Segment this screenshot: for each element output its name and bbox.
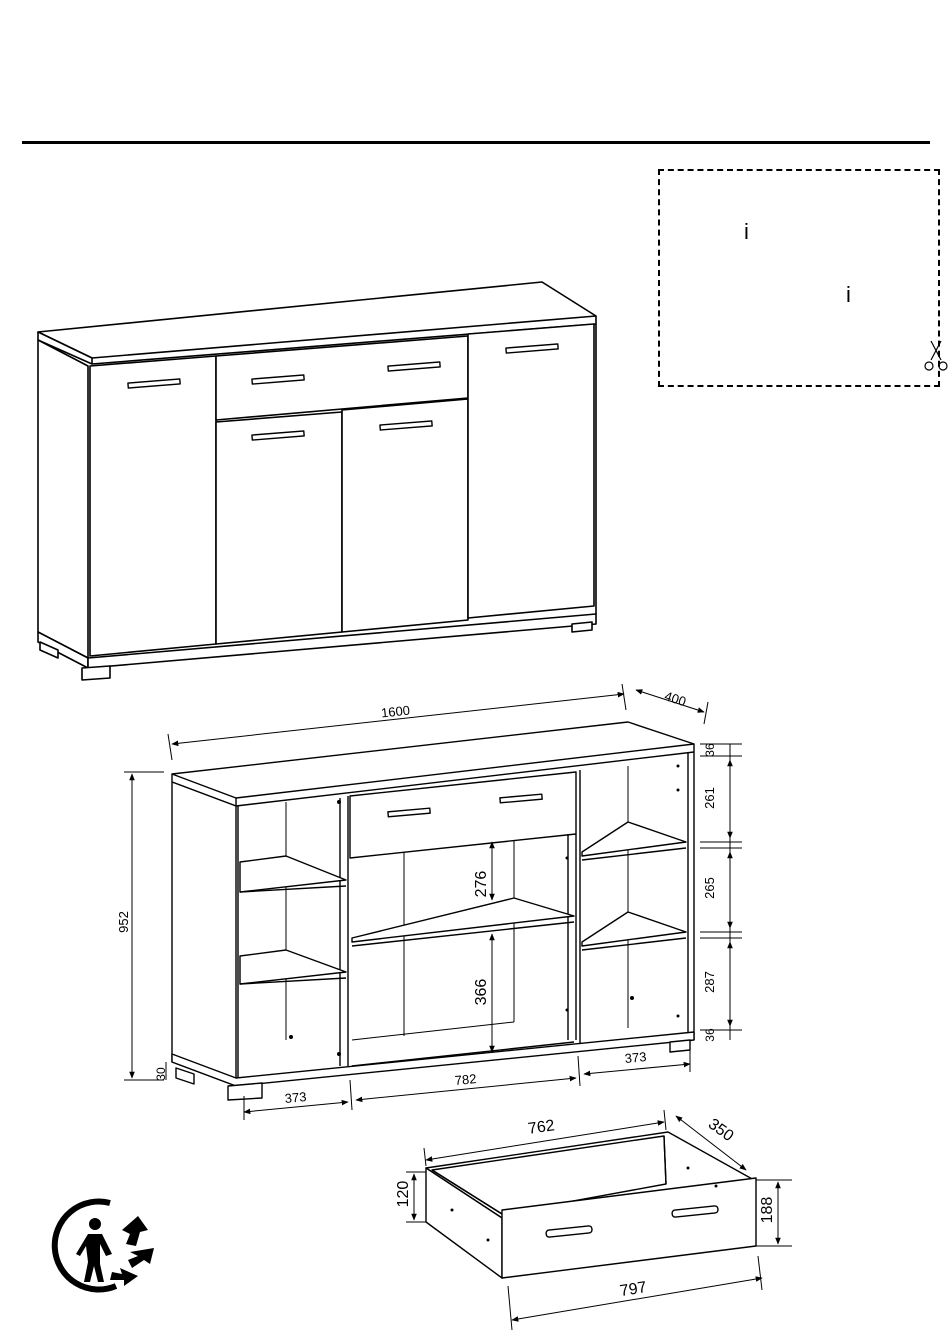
- drawer-front-width: 797: [619, 1279, 648, 1300]
- triman-recycling-icon: [55, 1202, 154, 1290]
- drawer-depth: 350: [705, 1116, 737, 1146]
- drawer-side-height: 120: [395, 1181, 412, 1208]
- dim-right-lower: 287: [702, 971, 717, 993]
- dim-center-section: 782: [454, 1071, 477, 1088]
- dim-height: 952: [116, 911, 131, 933]
- drawer-drawing: [426, 1132, 756, 1278]
- drawer-inner-width: 762: [527, 1117, 556, 1138]
- dim-right-section: 373: [624, 1049, 647, 1066]
- dim-left-section: 373: [284, 1089, 307, 1106]
- dim-right-middle: 265: [702, 877, 717, 899]
- dim-top-panel: 36: [703, 743, 717, 757]
- sideboard-closed-illustration: [38, 282, 596, 680]
- drawer-front-height: 188: [759, 1197, 776, 1224]
- dim-center-lower: 366: [473, 979, 490, 1006]
- sideboard-open-drawing: [172, 722, 694, 1100]
- dim-depth: 400: [663, 688, 688, 709]
- dim-right-upper: 261: [702, 787, 717, 809]
- dim-center-upper: 276: [473, 871, 490, 898]
- dim-bottom-panel: 36: [703, 1028, 717, 1042]
- dim-leg-height: 30: [154, 1067, 168, 1081]
- dim-total-width: 1600: [380, 703, 410, 721]
- scissors-icon: [925, 341, 947, 370]
